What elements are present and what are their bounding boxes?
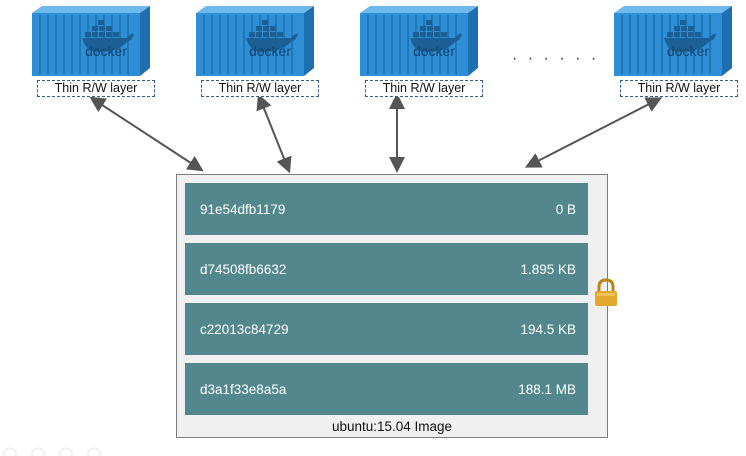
layer-size: 194.5 KB bbox=[520, 321, 576, 337]
layer-id: d74508fb6632 bbox=[200, 261, 287, 277]
arrow-container-1 bbox=[89, 96, 204, 172]
docker-logo: docker bbox=[82, 20, 134, 59]
container-3: docker bbox=[360, 0, 488, 80]
container-2: docker bbox=[196, 0, 324, 80]
shipping-container-icon: docker bbox=[32, 6, 150, 76]
layer-id: d3a1f33e8a5a bbox=[200, 381, 287, 397]
image-layer: d74508fb6632 1.895 KB bbox=[185, 243, 588, 295]
thin-rw-layer-label-4: Thin R/W layer bbox=[620, 80, 738, 97]
arrow-container-4 bbox=[524, 97, 663, 168]
svg-text:docker: docker bbox=[249, 43, 291, 59]
layer-id: c22013c84729 bbox=[200, 321, 289, 337]
shipping-container-icon: docker bbox=[614, 6, 732, 76]
container-4: docker bbox=[614, 0, 742, 80]
slide-dots-decoration bbox=[3, 447, 101, 456]
svg-text:docker: docker bbox=[413, 43, 455, 59]
layer-size: 0 B bbox=[555, 201, 576, 217]
container-1: docker bbox=[32, 0, 160, 80]
image-box: 91e54dfb1179 0 B d74508fb6632 1.895 KB c… bbox=[176, 174, 608, 438]
layer-size: 1.895 KB bbox=[520, 261, 576, 277]
docker-logo: docker bbox=[664, 20, 716, 59]
docker-logo: docker bbox=[410, 20, 462, 59]
shipping-container-icon: docker bbox=[360, 6, 478, 76]
thin-rw-layer-label-3: Thin R/W layer bbox=[365, 80, 483, 97]
padlock-icon bbox=[595, 278, 617, 306]
docker-logo: docker bbox=[246, 20, 298, 59]
more-containers-ellipsis: · · · · · · bbox=[512, 50, 600, 67]
image-layer: 91e54dfb1179 0 B bbox=[185, 183, 588, 235]
svg-text:docker: docker bbox=[667, 43, 709, 59]
image-name-label: ubuntu:15.04 Image bbox=[331, 419, 453, 434]
thin-rw-layer-label-1: Thin R/W layer bbox=[37, 80, 155, 97]
svg-text:docker: docker bbox=[85, 43, 127, 59]
image-layer: d3a1f33e8a5a 188.1 MB bbox=[185, 363, 588, 415]
thin-rw-layer-label-2: Thin R/W layer bbox=[201, 80, 319, 97]
shipping-container-icon: docker bbox=[196, 6, 314, 76]
image-layer: c22013c84729 194.5 KB bbox=[185, 303, 588, 355]
arrow-container-2 bbox=[256, 93, 292, 174]
layer-id: 91e54dfb1179 bbox=[200, 201, 286, 217]
layer-size: 188.1 MB bbox=[518, 381, 576, 397]
